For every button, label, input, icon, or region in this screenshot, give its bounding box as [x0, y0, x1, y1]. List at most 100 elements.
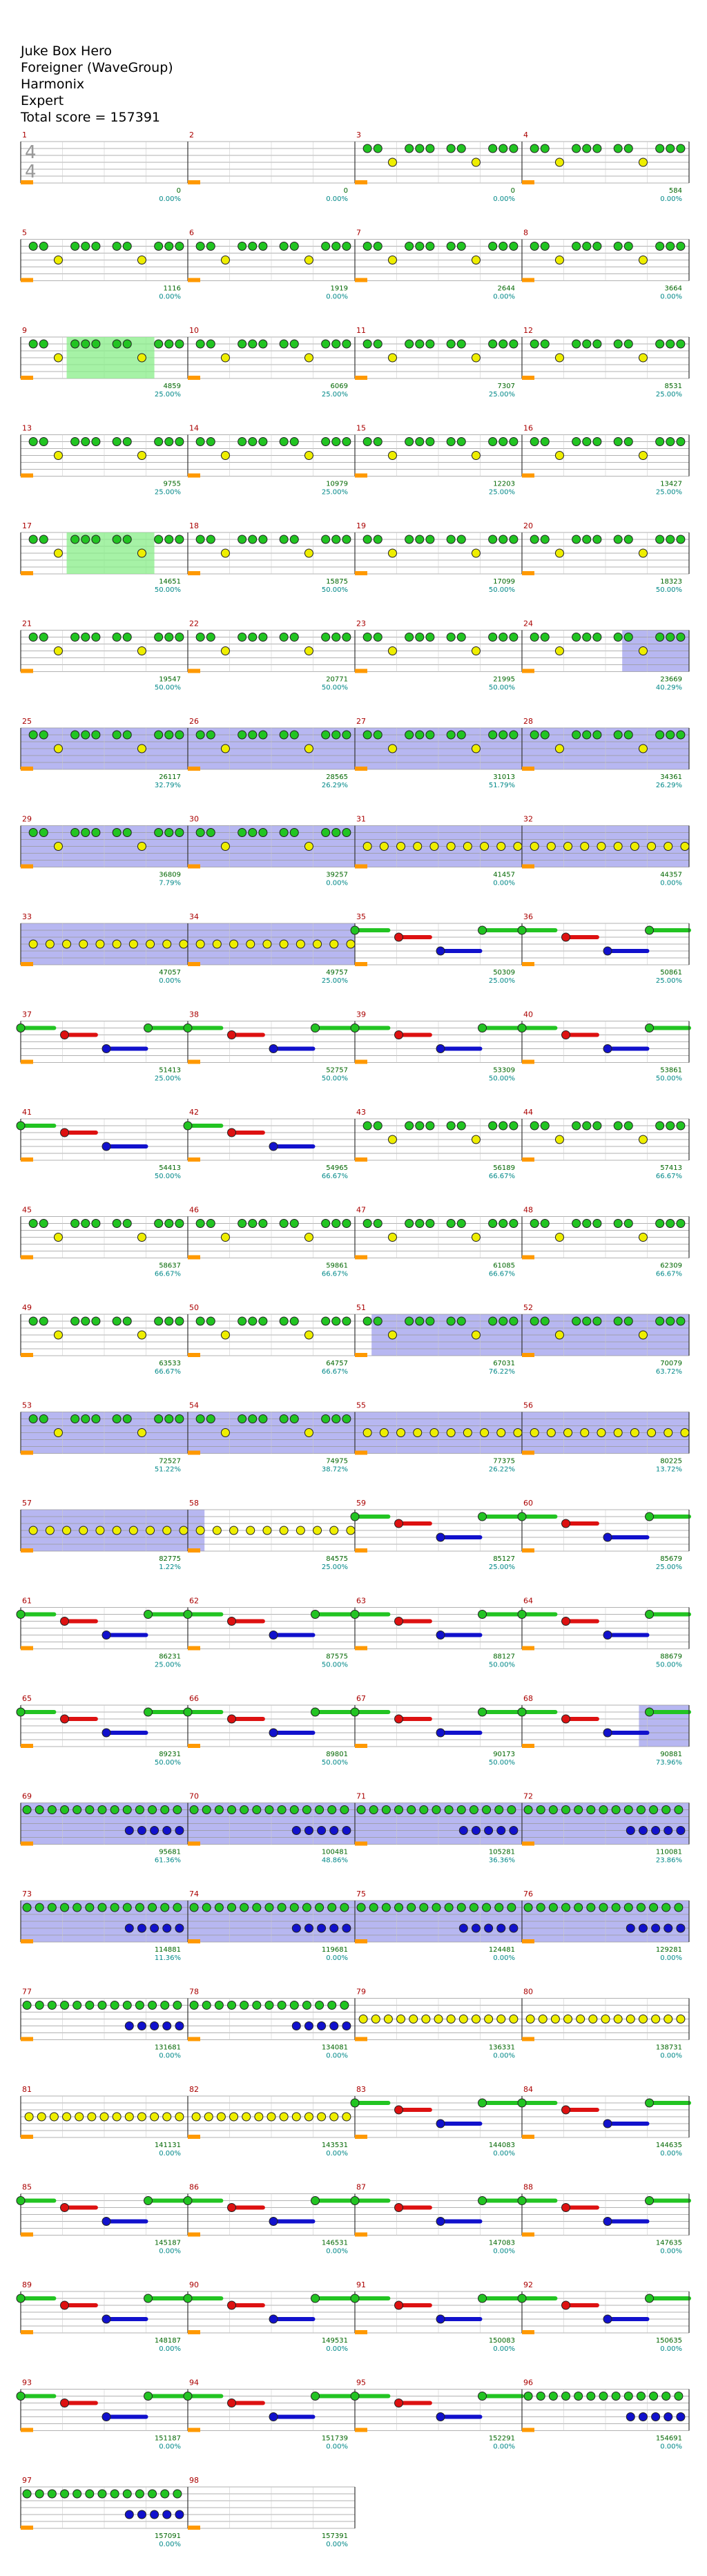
note-gem	[488, 1219, 498, 1228]
note-gem	[321, 1316, 331, 1326]
note-gem	[509, 1923, 519, 1933]
note-gem	[183, 1023, 193, 1032]
note-gem	[148, 2489, 157, 2499]
note-gem	[175, 2021, 184, 2030]
note-gem	[279, 939, 289, 949]
note-gem	[484, 1923, 494, 1933]
note-gem	[666, 339, 675, 349]
note-gem	[150, 1826, 159, 1835]
note-gem	[227, 2399, 237, 2407]
note-gem	[35, 1805, 44, 1814]
note-gem	[91, 633, 101, 642]
measure-score: 90881	[660, 1751, 682, 1758]
note-gem	[572, 1219, 581, 1228]
note-gem	[394, 1714, 404, 1724]
note-gem	[16, 2294, 26, 2303]
note-gem	[238, 1414, 247, 1423]
note-gem	[175, 1923, 184, 1933]
measure-score: 584	[669, 187, 682, 195]
note-gem	[471, 157, 481, 167]
note-gem	[471, 1233, 481, 1242]
note-gem	[540, 535, 550, 544]
note-gem	[540, 633, 550, 642]
measure-percent: 0.00%	[159, 977, 181, 985]
note-gem	[60, 1030, 70, 1039]
measure-number: 96	[523, 2378, 533, 2387]
tempo-marker	[188, 669, 200, 673]
note-gem	[279, 828, 289, 837]
measure-percent: 50.00%	[656, 1075, 682, 1083]
note-gem	[148, 1805, 157, 1814]
note-gem	[373, 144, 382, 153]
measure-percent: 0.00%	[326, 294, 348, 301]
note-gem	[202, 2001, 211, 2010]
note-gem	[471, 451, 481, 460]
measure-score: 84575	[326, 1555, 348, 1563]
note-gem	[523, 2392, 533, 2401]
note-gem	[329, 1526, 339, 1535]
note-gem	[458, 1826, 468, 1835]
measure-percent: 0.00%	[493, 880, 515, 887]
note-gem	[373, 1219, 382, 1228]
note-gem	[362, 144, 372, 153]
note-gem	[16, 1023, 26, 1032]
tempo-marker	[522, 571, 534, 575]
note-gem	[554, 353, 564, 363]
note-gem	[227, 1128, 237, 1137]
note-gem	[189, 2001, 199, 2010]
note-gem	[279, 1414, 289, 1423]
note-gem	[279, 1526, 289, 1535]
measure-percent: 50.00%	[489, 1075, 515, 1083]
measure-number: 35	[356, 912, 366, 921]
note-gem	[446, 730, 456, 740]
note-gem	[70, 730, 80, 740]
note-gem	[405, 437, 414, 446]
note-gem	[623, 1121, 633, 1131]
tempo-marker	[355, 278, 367, 282]
note-gem	[350, 1023, 360, 1032]
measure-score: 88679	[660, 1653, 682, 1661]
note-gem	[530, 1316, 539, 1326]
measure-percent: 66.67%	[656, 1271, 682, 1278]
note-gem	[405, 1219, 414, 1228]
note-gem	[258, 1219, 268, 1228]
note-gem	[576, 2015, 585, 2024]
measure-percent: 0.00%	[493, 2248, 515, 2256]
note-gem	[666, 144, 675, 153]
note-gem	[175, 1316, 184, 1326]
measure-number: 11	[356, 326, 366, 335]
measure-number: 20	[523, 521, 533, 530]
total-score: Total score = 157391	[21, 110, 160, 125]
note-gem	[563, 1428, 573, 1437]
note-gem	[216, 2112, 226, 2122]
note-gem	[572, 535, 581, 544]
note-gem	[655, 1316, 665, 1326]
note-gem	[329, 1826, 339, 1835]
measure-score: 89801	[326, 1751, 348, 1758]
measure-percent: 50.00%	[322, 1075, 348, 1083]
note-gem	[471, 1330, 481, 1340]
measure-number: 64	[523, 1597, 533, 1606]
measure-percent: 25.00%	[656, 489, 682, 497]
note-gem	[517, 1023, 527, 1032]
note-gem	[530, 1121, 539, 1131]
note-gem	[498, 1316, 508, 1326]
tempo-marker	[522, 1548, 534, 1553]
note-gem	[478, 1023, 487, 1032]
measure-score: 14651	[159, 578, 181, 586]
note-gem	[478, 1707, 487, 1717]
measure-number: 23	[356, 619, 366, 628]
measure-number: 22	[189, 619, 199, 628]
note-gem	[183, 1121, 193, 1131]
note-gem	[561, 1030, 571, 1039]
note-gem	[362, 535, 372, 544]
note-gem	[154, 1414, 164, 1423]
measure-number: 78	[189, 1988, 199, 1997]
measure-percent: 0.00%	[326, 195, 348, 203]
measure-percent: 50.00%	[656, 586, 682, 594]
note-gem	[227, 1903, 237, 1912]
note-gem	[645, 1610, 655, 1619]
note-gem	[313, 1526, 322, 1535]
note-gem	[446, 535, 456, 544]
note-gem	[238, 242, 247, 251]
